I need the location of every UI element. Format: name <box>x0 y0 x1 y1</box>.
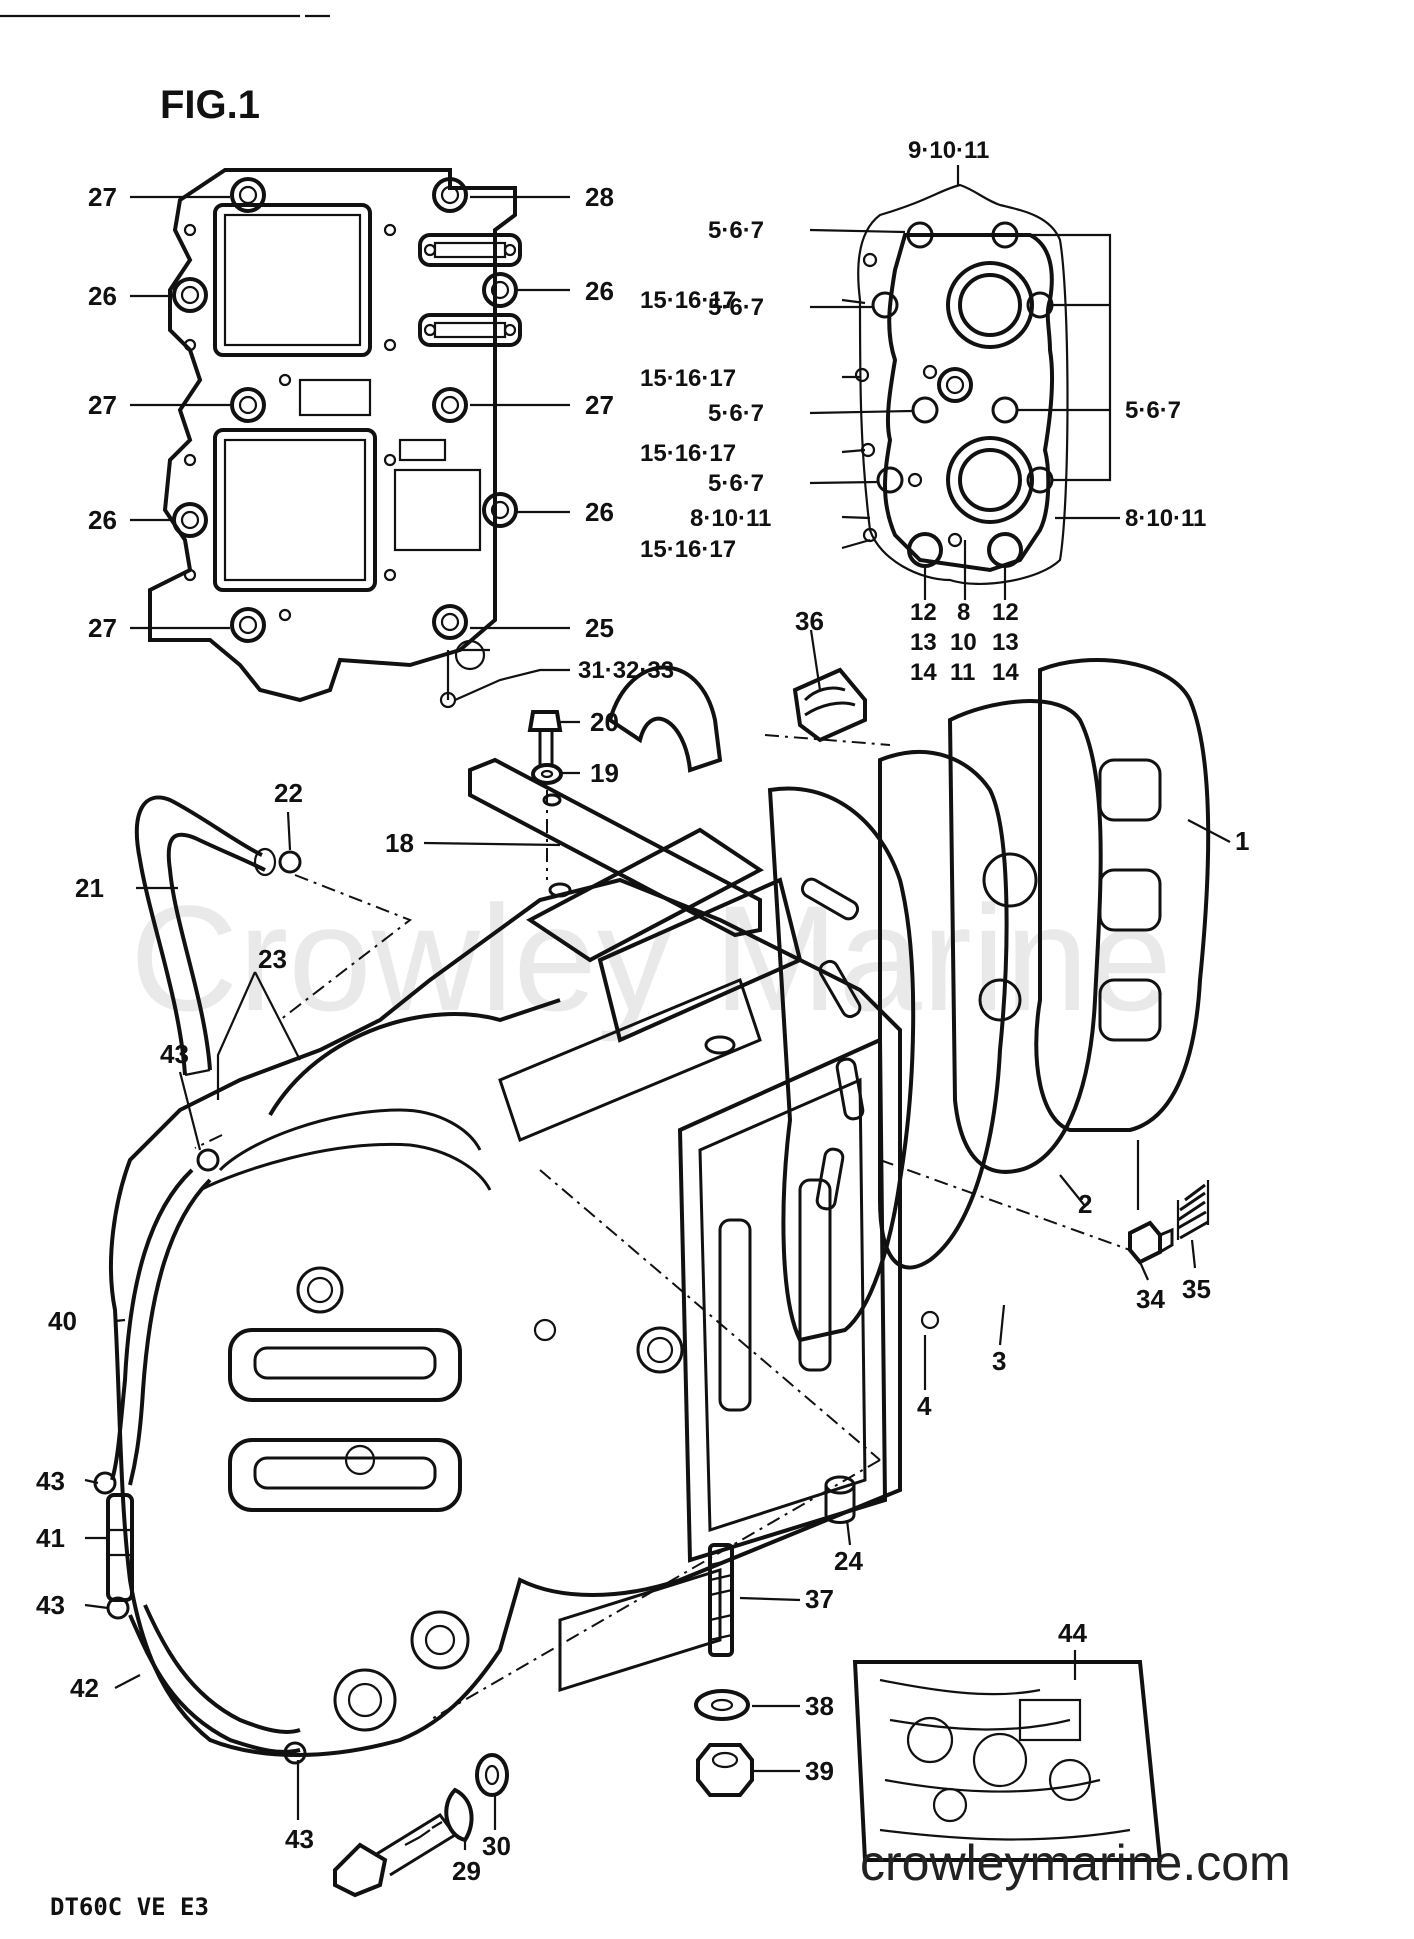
callout-13: 13 <box>910 629 937 656</box>
callout-27: 27 <box>88 613 117 643</box>
washer-29-part <box>444 1787 474 1843</box>
callout-15-16-17: 15·16·17 <box>640 287 736 314</box>
callout-14: 14 <box>910 659 937 686</box>
washer-19-part <box>531 763 563 785</box>
callout-43: 43 <box>36 1466 65 1496</box>
callout-19: 19 <box>590 758 619 788</box>
callout-5-6-7: 5·6·7 <box>1125 397 1181 424</box>
callout-5-6-7: 5·6·7 <box>708 470 764 497</box>
inlet-plate-part <box>148 168 522 709</box>
callout-12: 12 <box>910 599 937 626</box>
callout-31-32-33: 31·32·33 <box>578 657 674 684</box>
callout-5-6-7: 5·6·7 <box>708 217 764 244</box>
washer-38-part <box>694 1689 750 1721</box>
callout-10: 10 <box>950 629 977 656</box>
fitting-34-part <box>1128 1220 1174 1265</box>
callout-27: 27 <box>585 390 614 420</box>
dowel-pin-24-part <box>824 1475 856 1524</box>
callout-35: 35 <box>1182 1274 1211 1304</box>
callout-34: 34 <box>1136 1284 1165 1314</box>
cylinder-block-part <box>109 827 902 1757</box>
lifting-bracket-part <box>468 665 762 1055</box>
bolt-20-part <box>527 710 563 767</box>
callout-9-10-11: 9·10·11 <box>908 137 989 164</box>
callout-44: 44 <box>1058 1618 1087 1648</box>
callout-4: 4 <box>917 1391 932 1421</box>
callout-29: 29 <box>452 1856 481 1886</box>
callout-23: 23 <box>258 944 287 974</box>
callout-1: 1 <box>1235 826 1249 856</box>
callout-39: 39 <box>805 1756 834 1786</box>
callout-3: 3 <box>992 1346 1006 1376</box>
cylinder-head-cover-part <box>854 183 1069 586</box>
callout-25: 25 <box>585 613 614 643</box>
spring-35-part <box>1176 1180 1210 1240</box>
water-pipe-41-part <box>106 1493 134 1602</box>
water-hose-42-part <box>128 1604 301 1754</box>
thermostat-part <box>792 667 867 743</box>
callout-26: 26 <box>88 505 117 535</box>
callout-38: 38 <box>805 1691 834 1721</box>
figure-title: FIG.1 <box>160 83 260 127</box>
callout-42: 42 <box>70 1673 99 1703</box>
callout-14: 14 <box>992 659 1019 686</box>
callout-41: 41 <box>36 1523 65 1553</box>
callout-43: 43 <box>160 1039 189 1069</box>
callout-28: 28 <box>585 182 614 212</box>
callout-5-6-7: 5·6·7 <box>708 400 764 427</box>
bolt-large-part <box>333 1813 458 1898</box>
callout-36: 36 <box>795 606 824 636</box>
leader-lines <box>84 165 1231 1850</box>
nut-39-part <box>696 1743 754 1797</box>
callout-40: 40 <box>48 1306 77 1336</box>
callout-26: 26 <box>88 281 117 311</box>
callout-37: 37 <box>805 1584 834 1614</box>
callout-21: 21 <box>75 873 104 903</box>
callout-27: 27 <box>88 390 117 420</box>
callout-15-16-17: 15·16·17 <box>640 440 736 467</box>
cylinder-gasket-part <box>767 658 1211 1343</box>
callout-8-10-11: 8·10·11 <box>1125 505 1206 532</box>
washer-30-part <box>475 1753 509 1797</box>
callout-8-10-11: 8·10·11 <box>690 505 771 532</box>
callout-labels: 27 28 26 26 27 27 26 26 27 25 31·32·33 9… <box>36 137 1249 1886</box>
callout-2: 2 <box>1078 1189 1092 1219</box>
callout-5-6-7: 5·6·7 <box>708 294 764 321</box>
callout-15-16-17: 15·16·17 <box>640 365 736 392</box>
callout-27: 27 <box>88 182 117 212</box>
callout-22: 22 <box>274 778 303 808</box>
model-code: DT60C VE E3 <box>50 1893 209 1921</box>
callout-24: 24 <box>834 1546 863 1576</box>
gasket-kit-44-part <box>852 1660 1163 1862</box>
callout-15-16-17: 15·16·17 <box>640 536 736 563</box>
callout-11: 11 <box>950 659 975 686</box>
callout-12: 12 <box>992 599 1019 626</box>
website-text: crowleymarine.com <box>860 1835 1291 1891</box>
callout-26: 26 <box>585 497 614 527</box>
callout-26: 26 <box>585 276 614 306</box>
stud-37-part <box>708 1543 734 1657</box>
callout-8: 8 <box>957 599 970 626</box>
callout-20: 20 <box>590 707 619 737</box>
callout-43: 43 <box>285 1824 314 1854</box>
water-hose-40-part <box>110 1168 212 1486</box>
breather-hose-part <box>134 795 277 1077</box>
callout-30: 30 <box>482 1831 511 1861</box>
assembly-guide-lines <box>194 734 1131 1721</box>
callout-43: 43 <box>36 1590 65 1620</box>
callout-18: 18 <box>385 828 414 858</box>
callout-13: 13 <box>992 629 1019 656</box>
